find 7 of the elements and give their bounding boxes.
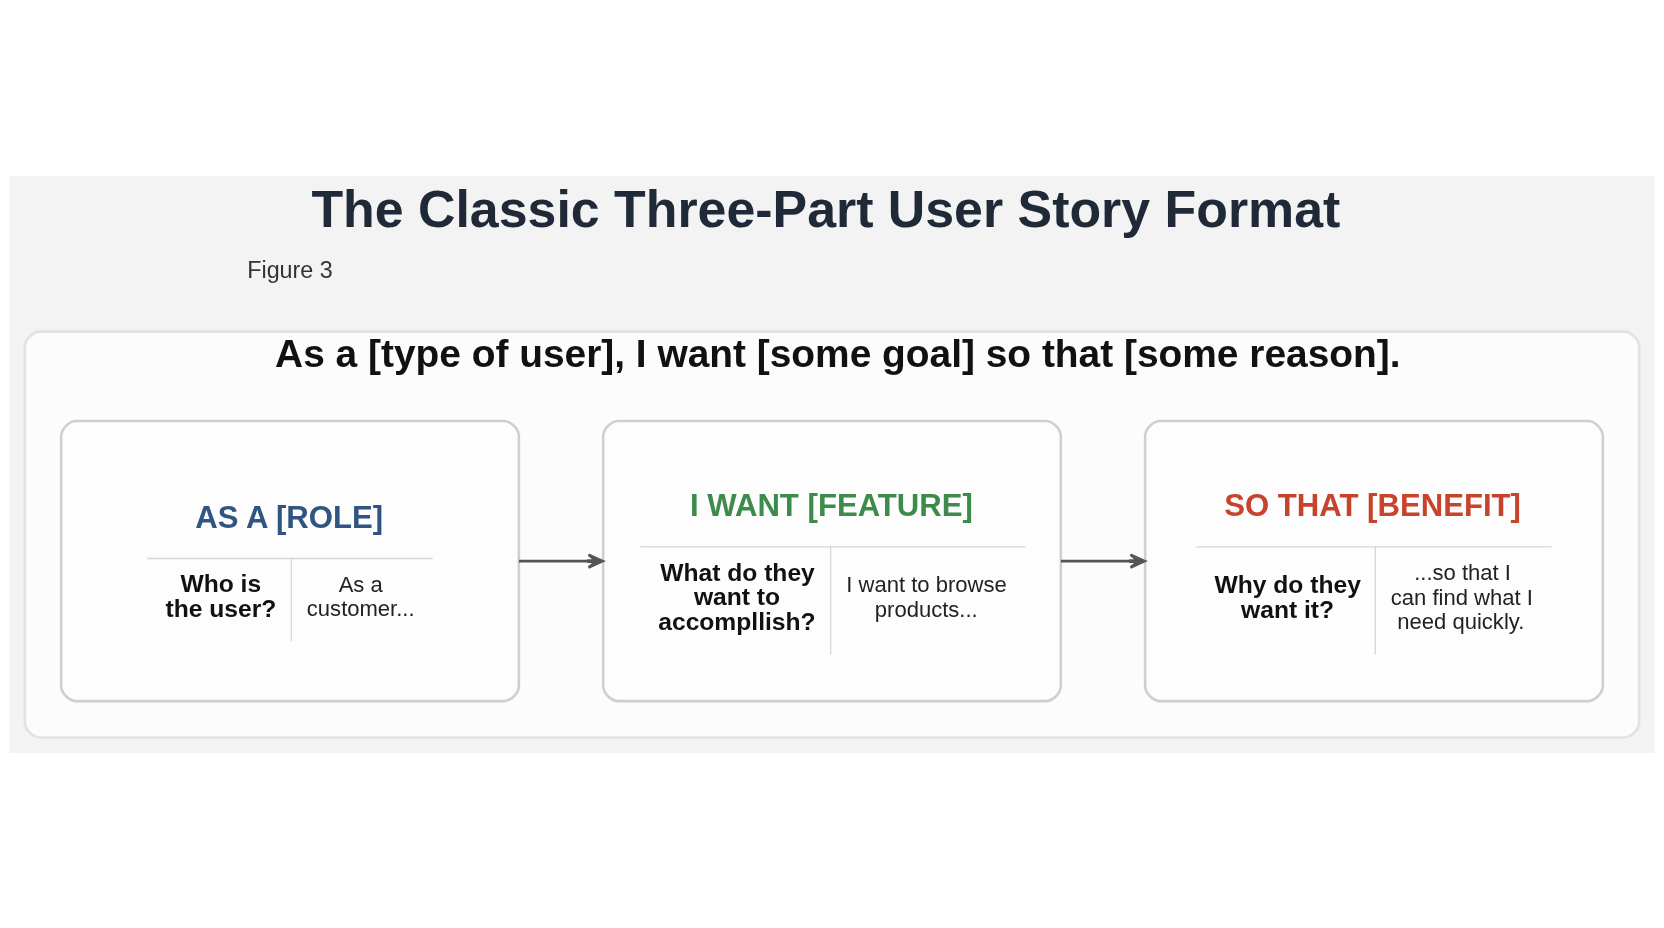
node-box: I WANT [FEATURE] What do they want to accompllish? I want to browse products... [601,419,1063,702]
node-box: AS A [ROLE] Who is the user? As a customer... [59,419,521,702]
arrow [518,552,605,569]
diagram-title: The Classic Three-Part User Story Format [311,179,1341,238]
label: Figure 3 [247,256,333,283]
node-box: SO THAT [BENEFIT] Why do they want it? ...so that I can find what I need quickly. [1143,419,1605,702]
arrow [1060,552,1147,569]
